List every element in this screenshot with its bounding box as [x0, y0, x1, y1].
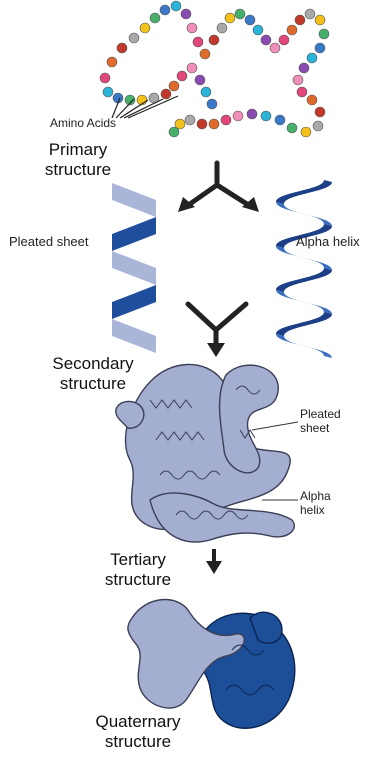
alpha-helix-front-ribbon — [276, 334, 332, 358]
amino-acid-bead — [197, 119, 207, 129]
pleated-sheet-strand — [112, 319, 156, 353]
secondary-line-1: Secondary — [36, 354, 150, 374]
tertiary-line-2: structure — [88, 570, 188, 590]
amino-acid-bead — [313, 121, 323, 131]
amino-acid-bead — [293, 75, 303, 85]
secondary-line-2: structure — [36, 374, 150, 394]
amino-acid-bead — [209, 35, 219, 45]
amino-acid-bead — [100, 73, 110, 83]
amino-acid-bead — [253, 25, 263, 35]
secondary-structure-label: Secondary structure — [36, 354, 150, 393]
amino-acid-bead — [270, 43, 280, 53]
amino-acid-bead — [307, 53, 317, 63]
pleated-sheet-strand — [112, 251, 156, 285]
tertiary-alpha-line-2: helix — [300, 504, 331, 518]
amino-acid-bead — [187, 63, 197, 73]
amino-acid-bead — [185, 115, 195, 125]
tertiary-pleated-line-1: Pleated — [300, 408, 341, 422]
arrowhead-down-secondary — [207, 343, 225, 357]
tertiary-alpha-line-1: Alpha — [300, 490, 331, 504]
amino-acid-bead — [319, 29, 329, 39]
amino-acid-bead — [225, 13, 235, 23]
amino-acid-bead — [201, 87, 211, 97]
pleated-sheet-graphic — [112, 183, 156, 353]
amino-acid-bead — [195, 75, 205, 85]
quaternary-structure-label: Quaternary structure — [78, 712, 198, 751]
amino-acid-bead — [233, 111, 243, 121]
amino-acid-bead — [261, 111, 271, 121]
tertiary-line-1: Tertiary — [88, 550, 188, 570]
tertiary-pleated-line-2: sheet — [300, 422, 341, 436]
pleated-sheet-strand — [112, 217, 156, 251]
tertiary-alpha-helix-label: Alpha helix — [300, 490, 331, 518]
amino-acid-bead — [261, 35, 271, 45]
arrowhead-down-tertiary — [206, 561, 222, 574]
alpha-helix-label: Alpha helix — [296, 235, 360, 250]
amino-acid-bead — [129, 33, 139, 43]
amino-acid-bead — [169, 81, 179, 91]
amino-acid-bead — [301, 127, 311, 137]
quaternary-line-1: Quaternary — [78, 712, 198, 732]
alpha-helix-graphic — [276, 180, 332, 358]
primary-line-1: Primary — [26, 140, 130, 160]
amino-acid-bead — [200, 49, 210, 59]
amino-acid-bead — [161, 89, 171, 99]
alpha-helix-front-ribbon — [276, 202, 332, 226]
amino-acid-bead — [177, 71, 187, 81]
amino-acid-bead — [169, 127, 179, 137]
amino-acid-bead — [305, 9, 315, 19]
pleated-sheet-strand — [112, 285, 156, 319]
split-arrow-primary — [187, 163, 250, 206]
primary-line-2: structure — [26, 160, 130, 180]
quaternary-line-2: structure — [78, 732, 198, 752]
amino-acid-bead — [187, 23, 197, 33]
amino-acid-bead — [217, 23, 227, 33]
amino-acid-bead — [171, 1, 181, 11]
amino-acid-bead — [140, 23, 150, 33]
amino-acid-bead — [193, 37, 203, 47]
amino-acid-bead — [275, 115, 285, 125]
amino-acid-bead — [315, 15, 325, 25]
amino-acid-bead — [245, 15, 255, 25]
amino-acids-label: Amino Acids — [50, 117, 116, 131]
amino-acid-bead — [181, 9, 191, 19]
quaternary-dark-subunit — [196, 612, 295, 728]
amino-acid-bead — [247, 109, 257, 119]
alpha-helix-back-ribbon — [276, 180, 332, 204]
amino-acid-bead — [107, 57, 117, 67]
alpha-helix-back-ribbon — [276, 268, 332, 292]
tertiary-structure-label: Tertiary structure — [88, 550, 188, 589]
pleated-sheet-strand — [112, 183, 156, 217]
amino-acid-bead — [299, 63, 309, 73]
amino-acid-bead — [150, 13, 160, 23]
tertiary-pleated-sheet-label: Pleated sheet — [300, 408, 341, 436]
alpha-helix-back-ribbon — [276, 312, 332, 336]
amino-acid-bead — [160, 5, 170, 15]
amino-acid-bead — [287, 123, 297, 133]
amino-acid-bead — [209, 119, 219, 129]
amino-acid-bead — [221, 115, 231, 125]
alpha-helix-front-ribbon — [276, 290, 332, 314]
amino-acid-bead — [207, 99, 217, 109]
amino-acid-bead — [307, 95, 317, 105]
amino-acid-chain — [100, 1, 329, 137]
amino-acid-bead — [103, 87, 113, 97]
primary-structure-label: Primary structure — [26, 140, 130, 179]
amino-acid-bead — [279, 35, 289, 45]
amino-acid-bead — [297, 87, 307, 97]
amino-acid-bead — [295, 15, 305, 25]
amino-acid-bead — [287, 25, 297, 35]
amino-acid-bead — [315, 43, 325, 53]
merge-arrow-secondary — [188, 304, 246, 344]
pleated-sheet-label: Pleated sheet — [9, 235, 89, 250]
amino-acid-bead — [235, 9, 245, 19]
amino-acid-bead — [315, 107, 325, 117]
amino-acid-bead — [117, 43, 127, 53]
